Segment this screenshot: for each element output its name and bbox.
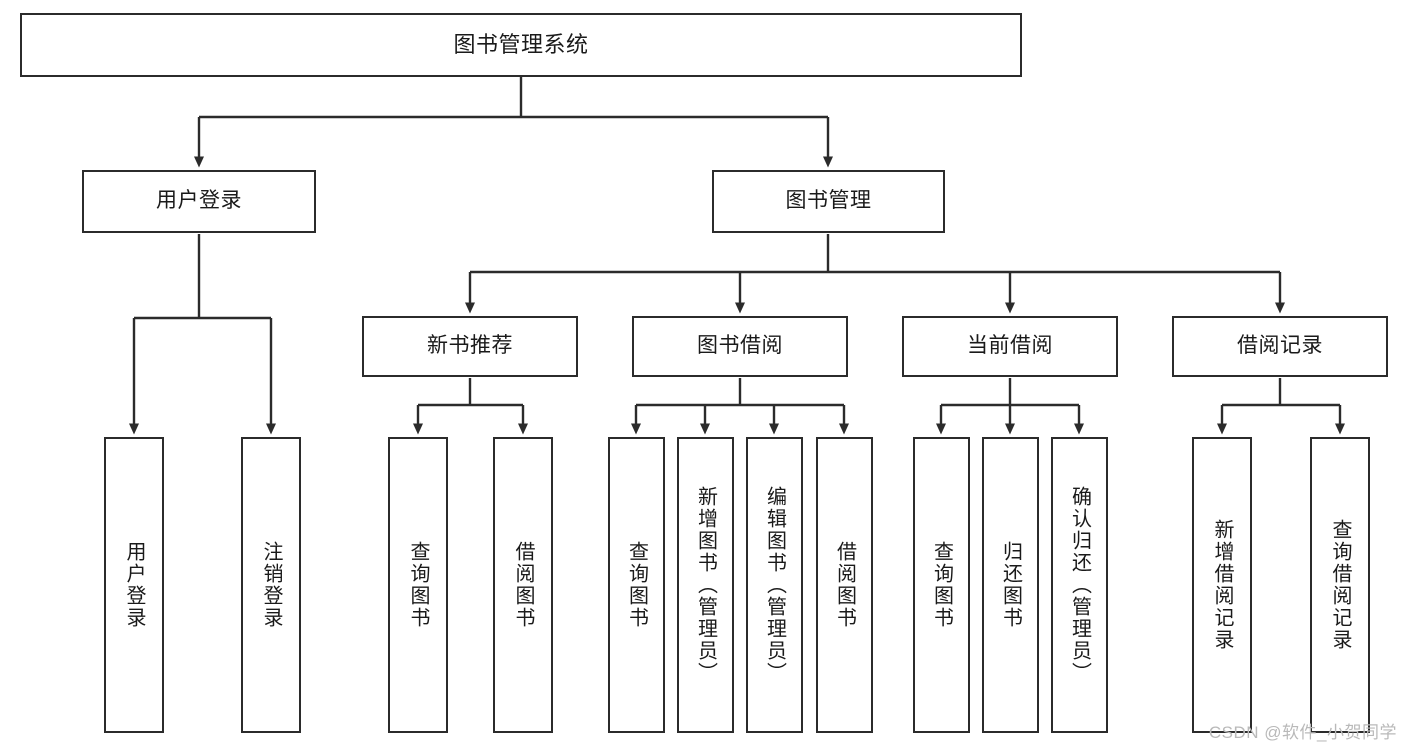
node-book-manage-label: 图书管理 <box>785 189 872 213</box>
node-leaf-return-book[interactable]: 归还图书 <box>982 437 1039 733</box>
node-leaf-borrow-book-1-label: 借阅图书 <box>512 541 534 629</box>
node-leaf-query-record-label: 查询借阅记录 <box>1329 519 1351 651</box>
node-root-label: 图书管理系统 <box>453 32 589 58</box>
node-current-borrow[interactable]: 当前借阅 <box>902 316 1118 377</box>
node-current-borrow-label: 当前借阅 <box>967 334 1053 358</box>
node-leaf-add-book[interactable]: 新增图书（管理员） <box>677 437 734 733</box>
node-leaf-add-record-label: 新增借阅记录 <box>1211 519 1233 651</box>
node-book-manage[interactable]: 图书管理 <box>712 170 945 233</box>
node-leaf-query-book-1-label: 查询图书 <box>407 541 429 629</box>
csdn-watermark: CSDN @软件_小贺同学 <box>1208 723 1397 742</box>
node-leaf-user-logout[interactable]: 注销登录 <box>241 437 301 733</box>
node-borrow-record[interactable]: 借阅记录 <box>1172 316 1388 377</box>
node-leaf-user-logout-label: 注销登录 <box>260 541 282 629</box>
node-leaf-borrow-book-2-label: 借阅图书 <box>833 541 856 629</box>
node-user-login-label: 用户登录 <box>156 189 242 213</box>
node-leaf-borrow-book-1[interactable]: 借阅图书 <box>493 437 553 733</box>
node-leaf-borrow-book-2[interactable]: 借阅图书 <box>816 437 873 733</box>
node-leaf-query-book-3-label: 查询图书 <box>930 541 953 629</box>
node-leaf-user-login[interactable]: 用户登录 <box>104 437 164 733</box>
node-book-borrow-label: 图书借阅 <box>697 334 783 358</box>
node-user-login[interactable]: 用户登录 <box>82 170 316 233</box>
node-leaf-query-book-3[interactable]: 查询图书 <box>913 437 970 733</box>
node-leaf-query-book-1[interactable]: 查询图书 <box>388 437 448 733</box>
node-leaf-user-login-label: 用户登录 <box>123 541 145 629</box>
node-new-book-rec-label: 新书推荐 <box>427 334 513 358</box>
node-leaf-query-record[interactable]: 查询借阅记录 <box>1310 437 1370 733</box>
node-leaf-edit-book[interactable]: 编辑图书（管理员） <box>746 437 803 733</box>
node-book-borrow[interactable]: 图书借阅 <box>632 316 848 377</box>
node-leaf-confirm-return[interactable]: 确认归还（管理员） <box>1051 437 1108 733</box>
node-leaf-edit-book-label: 编辑图书（管理员） <box>763 486 786 684</box>
node-leaf-add-book-label: 新增图书（管理员） <box>694 486 717 684</box>
node-borrow-record-label: 借阅记录 <box>1237 334 1323 358</box>
node-leaf-add-record[interactable]: 新增借阅记录 <box>1192 437 1252 733</box>
node-leaf-confirm-return-label: 确认归还（管理员） <box>1068 486 1091 684</box>
node-new-book-rec[interactable]: 新书推荐 <box>362 316 578 377</box>
node-leaf-return-book-label: 归还图书 <box>999 541 1022 629</box>
node-leaf-query-book-2-label: 查询图书 <box>625 541 648 629</box>
node-root[interactable]: 图书管理系统 <box>20 13 1022 77</box>
node-leaf-query-book-2[interactable]: 查询图书 <box>608 437 665 733</box>
